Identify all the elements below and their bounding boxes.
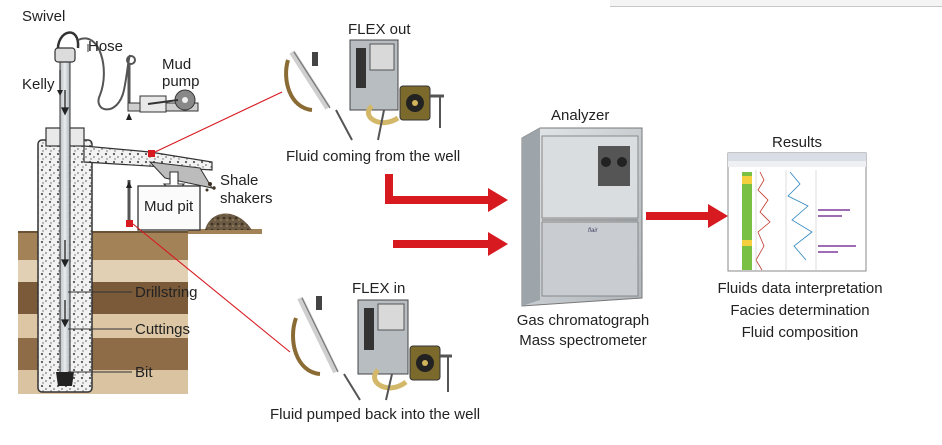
drill-bit	[56, 372, 74, 386]
results-line-1: Fluids data interpretation	[717, 280, 883, 297]
arrow-in-to-analyzer	[385, 232, 508, 268]
label-swivel: Swivel	[22, 8, 66, 25]
process-arrows	[385, 174, 728, 268]
label-hose: Hose	[88, 38, 124, 55]
sample-point-in	[126, 220, 133, 227]
drilling-rig-illustration	[18, 31, 262, 394]
svg-text:flair: flair	[588, 228, 599, 234]
flex-out-caption: Fluid coming from the well	[286, 148, 461, 165]
label-bit: Bit	[135, 364, 153, 381]
mud-pump	[127, 89, 199, 113]
label-mud-pump-1: Mud	[162, 56, 192, 73]
cuttings-pile	[205, 213, 252, 230]
label-shale-1: Shale	[220, 172, 259, 189]
flex-in-title: FLEX in	[352, 280, 406, 297]
results-title: Results	[772, 134, 823, 151]
label-drillstring: Drillstring	[135, 284, 198, 301]
label-mud-pit: Mud pit	[144, 198, 194, 215]
mud-pit-tank	[137, 185, 201, 231]
swivel-gooseneck	[56, 31, 80, 53]
analyzer-cabinet-illustration: flair	[521, 127, 643, 307]
flex-out-unit-illustration	[284, 39, 444, 141]
results-log-illustration	[727, 152, 867, 272]
sample-connectors	[132, 91, 291, 353]
label-kelly: Kelly	[22, 76, 55, 93]
flow-arrows-down	[60, 90, 70, 328]
results-line-3: Fluid composition	[741, 324, 859, 341]
label-mud-pump-2: pump	[162, 73, 200, 90]
analyzer-line-2: Mass spectrometer	[519, 332, 647, 349]
label-cuttings: Cuttings	[135, 321, 191, 338]
label-shale-2: shakers	[220, 190, 273, 207]
flex-in-caption: Fluid pumped back into the well	[270, 406, 481, 423]
shale-shaker	[148, 161, 214, 189]
return-flowline	[83, 145, 213, 171]
analyzer-title: Analyzer	[551, 107, 610, 124]
arrow-analyzer-to-results	[646, 204, 728, 228]
sample-point-out	[148, 150, 155, 157]
flex-in-unit-illustration	[291, 296, 452, 401]
mud-hose	[77, 37, 131, 111]
label-leaders	[68, 44, 132, 373]
arrow-out-to-analyzer	[385, 174, 508, 212]
results-line-2: Facies determination	[730, 302, 870, 319]
window-edge	[610, 0, 942, 7]
flex-out-title: FLEX out	[348, 21, 411, 38]
analyzer-line-1: Gas chromatograph	[516, 312, 650, 329]
